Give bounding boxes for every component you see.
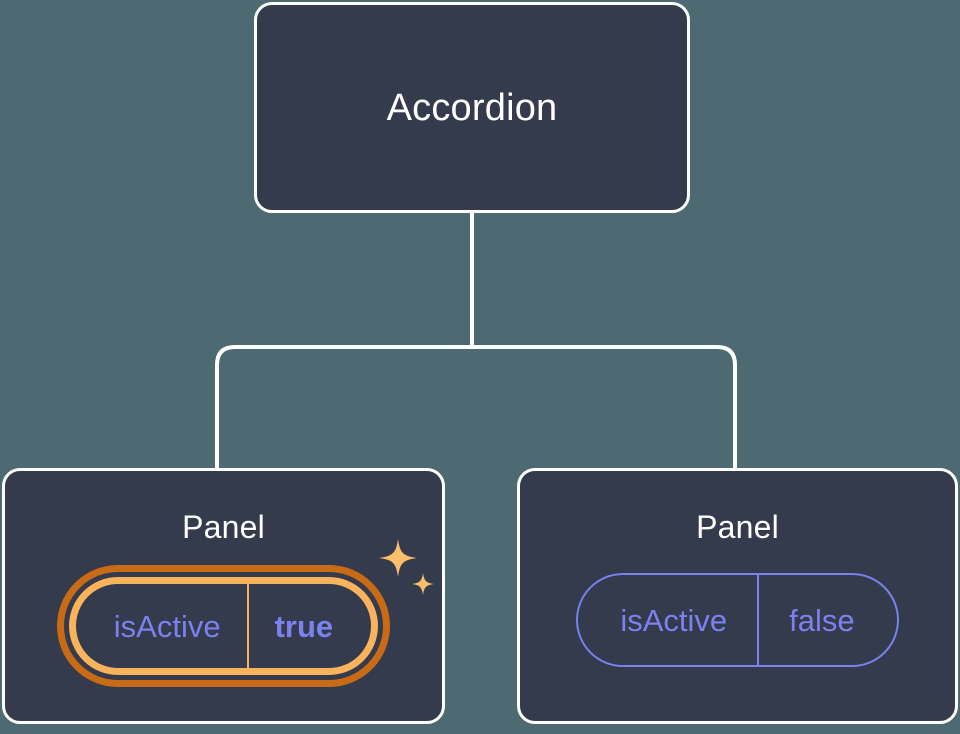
prop-key: isActive (113, 608, 221, 644)
node-title-accordion: Accordion (386, 86, 558, 129)
node-title-panel: Panel (696, 509, 779, 545)
prop-pill-inner-ring: isActive true (68, 577, 379, 675)
prop-value: false (757, 575, 896, 665)
prop-pill-wrapper: isActive true (56, 539, 435, 687)
prop-value: true (246, 584, 372, 668)
sparkle-icon (379, 539, 418, 577)
sparkle-icon (412, 573, 435, 595)
prop-pill-wrapper: isActive false (576, 573, 899, 667)
node-title-panel: Panel (182, 509, 265, 545)
edge-branch-bar (215, 345, 737, 468)
sparkle-group (379, 539, 435, 595)
prop-key: isActive (620, 602, 728, 638)
prop-pill-isactive-false[interactable]: isActive false (576, 573, 899, 667)
node-panel-active[interactable]: Panel isActive true (2, 468, 445, 724)
node-accordion[interactable]: Accordion (254, 2, 690, 213)
prop-pill-isactive-true[interactable]: isActive true (56, 565, 391, 687)
node-panel-inactive[interactable]: Panel isActive false (517, 468, 958, 724)
